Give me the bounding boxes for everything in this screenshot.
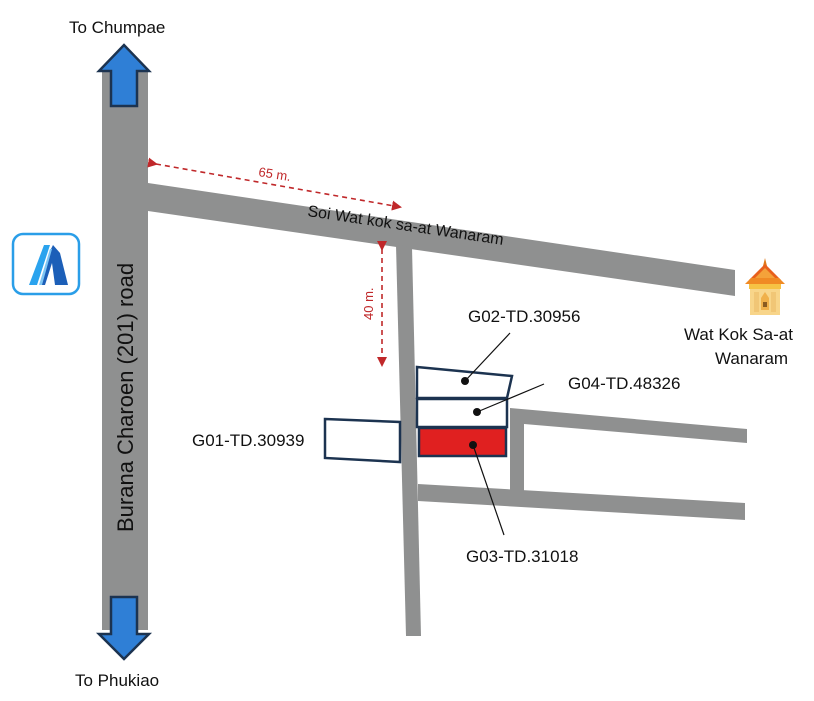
plot-g02-leader xyxy=(464,332,511,382)
plot-g04-label: G04-TD.48326 xyxy=(568,374,680,393)
plot-g04[interactable] xyxy=(415,397,509,429)
plot-g02-label: G02-TD.30956 xyxy=(468,307,580,326)
plot-g01-label: G01-TD.30939 xyxy=(192,431,304,450)
plot-g04-leader xyxy=(476,383,545,413)
south-direction-label: To Phukiao xyxy=(75,671,159,690)
temple-icon xyxy=(745,258,785,315)
side-road-vertical xyxy=(396,245,421,636)
lower-branch-road xyxy=(418,484,745,520)
distance-40m-label: 40 m. xyxy=(361,287,376,320)
main-road xyxy=(102,68,148,630)
plot-g03-leader xyxy=(472,444,505,536)
main-road-label: Burana Charoen (201) road xyxy=(113,263,138,532)
upper-branch-road xyxy=(510,408,747,494)
distance-65m-label: 65 m. xyxy=(258,164,292,184)
soi-road xyxy=(148,183,735,296)
plot-g03-label: G03-TD.31018 xyxy=(466,547,578,566)
north-direction-label: To Chumpae xyxy=(69,18,165,37)
temple-name-line2: Wanaram xyxy=(715,349,788,368)
south-arrow-icon xyxy=(95,595,153,661)
temple-name-line1: Wat Kok Sa-at xyxy=(684,325,793,344)
plot-g03[interactable] xyxy=(417,426,508,458)
north-arrow-icon xyxy=(96,43,152,108)
mountain-logo-icon xyxy=(11,232,81,296)
plot-g01[interactable] xyxy=(323,417,402,464)
